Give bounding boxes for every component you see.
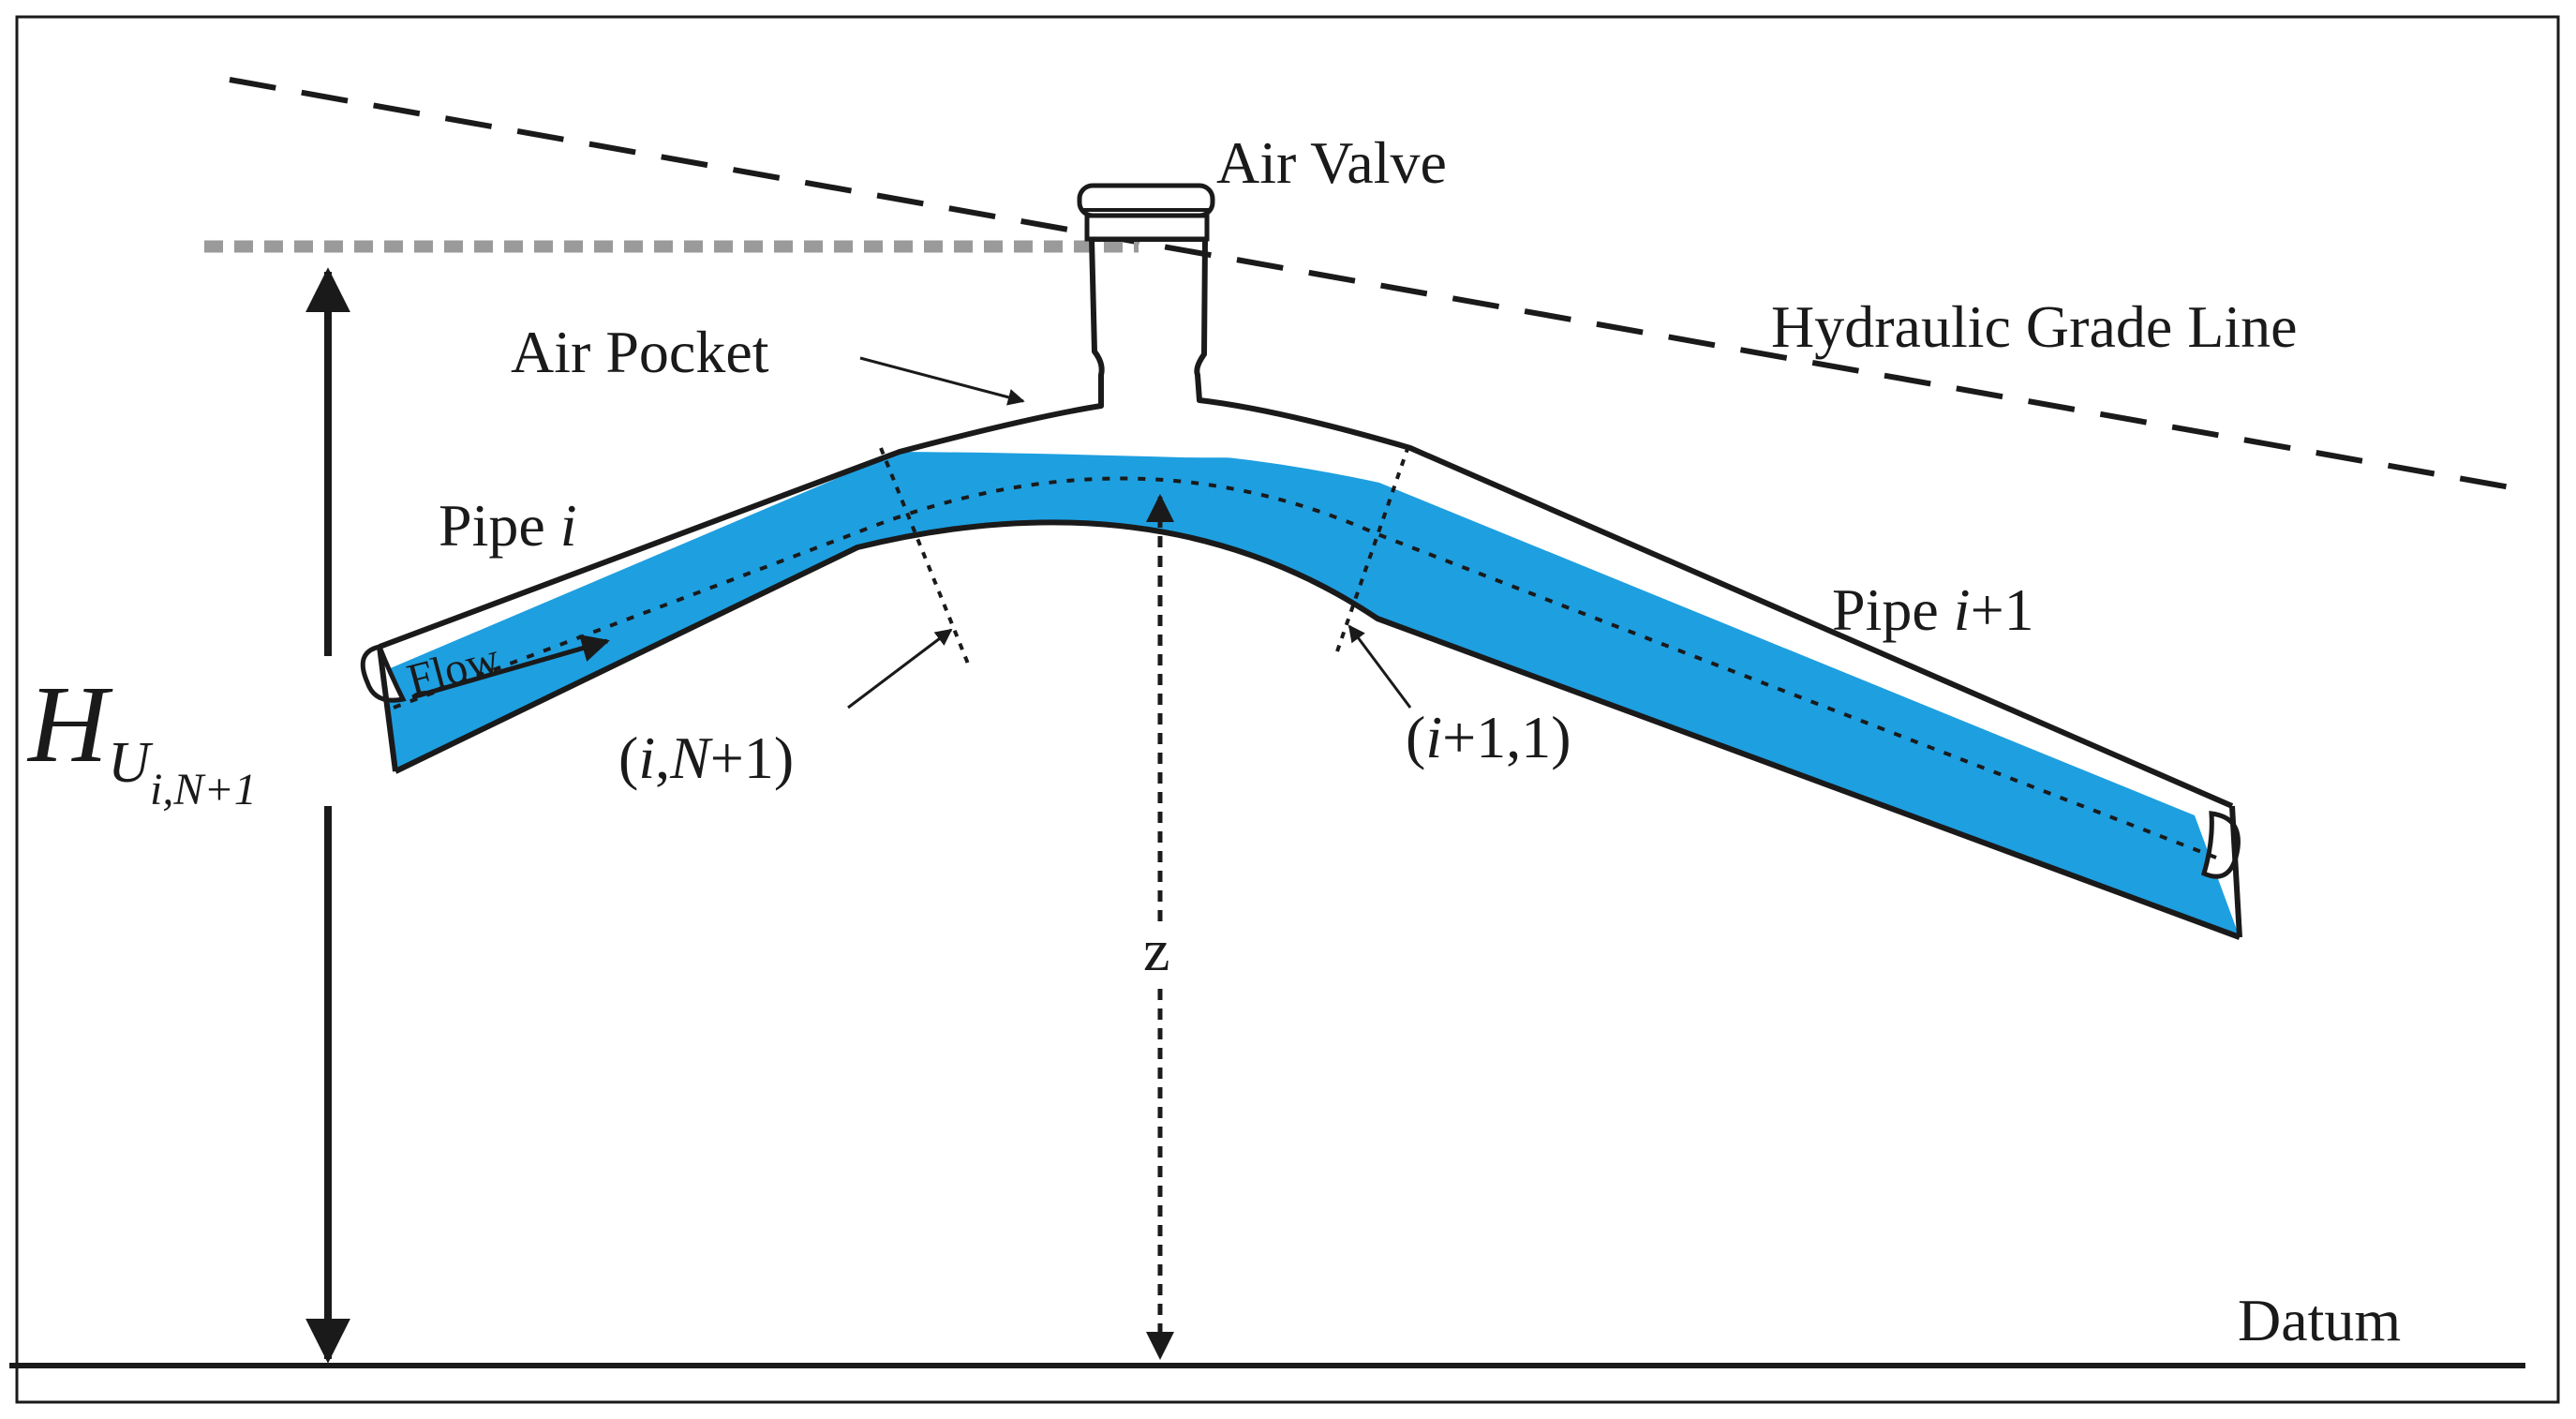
node-right-label: (i+1,1) <box>1406 704 1571 770</box>
pipe-i-plus-1-label: Pipe i+1 <box>1832 576 2034 643</box>
hydraulic-grade-line <box>229 77 2522 492</box>
air-pocket <box>900 396 1410 458</box>
node-right-label-close: +1,1) <box>1442 704 1571 770</box>
pipe-i-plus-1-label-index: i <box>1954 576 1971 643</box>
node-left-label-i: i <box>638 724 655 791</box>
head-label: HUi,N+1 <box>26 663 257 814</box>
head-label-subscript-index: i,N+1 <box>150 765 257 814</box>
air-valve-collar <box>1084 213 1210 242</box>
pipe-i-label-prefix: Pipe <box>439 492 560 559</box>
flow-arrow <box>411 635 610 700</box>
z-label-background <box>1139 928 1182 980</box>
pipe-centerline <box>393 476 2217 859</box>
node-right-label-i: i <box>1425 704 1442 770</box>
node-right-leader-arrow <box>1348 624 1412 709</box>
section-marker-left <box>879 447 972 669</box>
air-pocket-leader-arrow <box>859 356 1025 406</box>
z-label: z <box>1143 917 1169 983</box>
node-left-label-N: N <box>669 724 713 791</box>
node-left-label-open: ( <box>618 724 638 791</box>
pipe-i-plus-1-label-prefix: Pipe <box>1832 576 1954 643</box>
air-valve-label: Air Valve <box>1216 129 1447 196</box>
head-label-subscript-U: U <box>108 731 154 795</box>
hydraulic-grade-line-label: Hydraulic Grade Line <box>1771 293 2298 360</box>
pipe-i-label-index: i <box>560 492 577 559</box>
air-pocket-label: Air Pocket <box>511 319 769 385</box>
node-left-label-close: +1) <box>710 724 794 791</box>
figure-frame <box>15 15 2560 1404</box>
left-pipe-mouth-edge <box>377 646 398 772</box>
right-pipe-mouth-edge <box>2229 805 2242 938</box>
head-label-background <box>317 656 339 806</box>
node-left-label-comma: , <box>655 724 670 791</box>
pipe-i-plus-1-label-suffix: +1 <box>1971 576 2034 643</box>
node-left-label: (i,N+1) <box>618 724 794 791</box>
pipe-i-label: Pipe i <box>439 492 577 559</box>
head-label-H: H <box>26 663 113 785</box>
pipe-bottom-outline <box>394 519 2241 940</box>
node-left-leader-arrow <box>847 628 953 710</box>
datum-label: Datum <box>2238 1287 2401 1353</box>
pipe-water <box>375 446 2240 938</box>
node-right-label-open: ( <box>1406 704 1425 770</box>
